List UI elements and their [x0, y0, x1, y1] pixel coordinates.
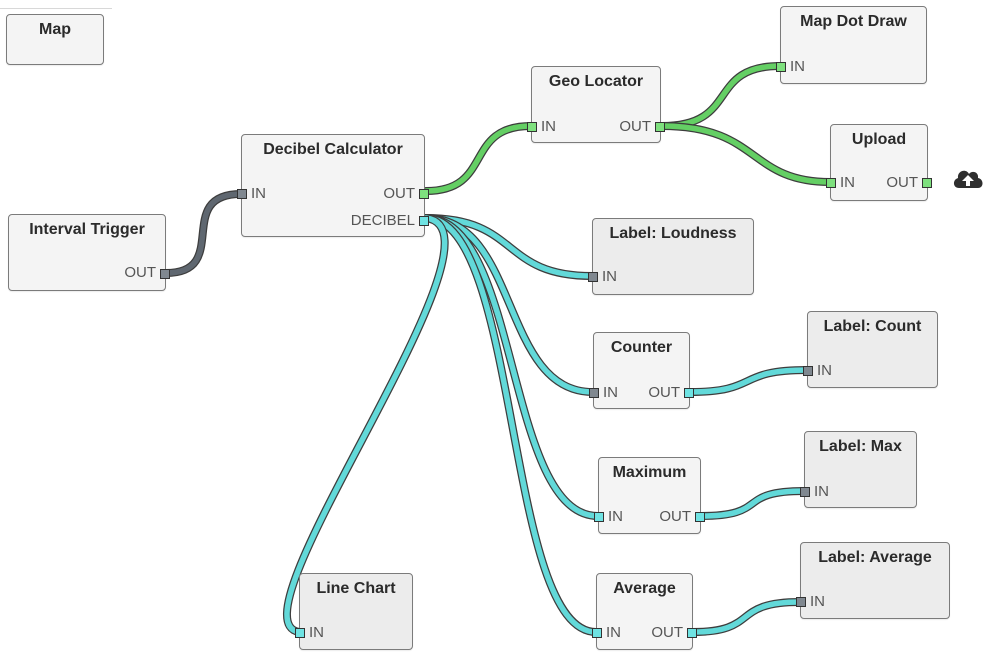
node-label-loudness[interactable]: Label: Loudness IN	[588, 218, 754, 295]
input-port[interactable]	[588, 272, 598, 282]
wire-interval-trigger-to-decibel-calculator[interactable]	[163, 191, 244, 276]
input-port[interactable]	[295, 628, 305, 638]
output-port[interactable]	[922, 178, 932, 188]
node-title: Maximum	[612, 464, 687, 481]
port-label-out: OUT	[124, 264, 156, 281]
port-label-in: IN	[603, 384, 618, 401]
decibel-output-port[interactable]	[419, 216, 429, 226]
node-counter[interactable]: Counter IN OUT	[589, 332, 694, 409]
port-label-in: IN	[606, 624, 621, 641]
output-port[interactable]	[687, 628, 697, 638]
wire-decibel-to-average[interactable]	[423, 215, 599, 635]
cloud-upload-icon[interactable]	[951, 166, 984, 190]
wire-geo-locator-to-map-dot-draw[interactable]	[659, 63, 783, 129]
input-port[interactable]	[592, 628, 602, 638]
node-geo-locator[interactable]: Geo Locator IN OUT	[527, 66, 665, 143]
node-upload[interactable]: Upload IN OUT	[826, 124, 932, 201]
port-label-in: IN	[814, 483, 829, 500]
port-label-in: IN	[309, 624, 324, 641]
node-title: Geo Locator	[548, 73, 644, 90]
input-port[interactable]	[826, 178, 836, 188]
output-port[interactable]	[419, 189, 429, 199]
input-port[interactable]	[527, 122, 537, 132]
port-label-in: IN	[251, 185, 266, 202]
input-port[interactable]	[800, 487, 810, 497]
node-decibel-calculator[interactable]: Decibel Calculator IN OUT DECIBEL	[237, 134, 429, 237]
node-maximum[interactable]: Maximum IN OUT	[594, 457, 705, 534]
port-label-out: OUT	[619, 118, 651, 135]
port-label-out: OUT	[383, 185, 415, 202]
port-label-in: IN	[817, 362, 832, 379]
node-title: Map Dot Draw	[800, 13, 907, 30]
port-label-in: IN	[790, 58, 805, 75]
top-edge-line	[0, 8, 112, 9]
node-title: Decibel Calculator	[263, 141, 403, 158]
wire-decibel-to-counter[interactable]	[423, 215, 596, 395]
wire-average-to-label-average[interactable]	[690, 599, 803, 635]
input-port[interactable]	[803, 366, 813, 376]
wire-geo-locator-to-upload[interactable]	[659, 123, 833, 185]
node-title: Map	[39, 21, 71, 38]
port-label-out: OUT	[651, 624, 683, 641]
input-port[interactable]	[237, 189, 247, 199]
node-title: Average	[613, 580, 676, 597]
output-port[interactable]	[684, 388, 694, 398]
wire-outline-decibel-to-line-chart	[282, 214, 449, 636]
node-title: Interval Trigger	[29, 221, 145, 238]
node-map[interactable]: Map	[6, 14, 104, 65]
wire-outline-geo-locator-to-upload	[658, 122, 834, 186]
port-label-out: OUT	[648, 384, 680, 401]
node-label-average[interactable]: Label: Average IN	[796, 542, 950, 619]
port-label-in: IN	[840, 174, 855, 191]
wire-decibel-to-label-loudness[interactable]	[423, 215, 595, 279]
node-interval-trigger[interactable]: Interval Trigger OUT	[8, 214, 170, 291]
output-port[interactable]	[160, 269, 170, 279]
node-line-chart[interactable]: Line Chart IN	[295, 573, 413, 650]
wire-maximum-to-label-max[interactable]	[698, 488, 807, 519]
port-label-decibel: DECIBEL	[350, 212, 415, 229]
node-average[interactable]: Average IN OUT	[592, 573, 697, 650]
node-map-dot-draw[interactable]: Map Dot Draw IN	[776, 6, 927, 84]
input-port[interactable]	[594, 512, 604, 522]
node-title: Counter	[610, 339, 673, 356]
node-title: Line Chart	[316, 580, 396, 597]
wire-decibel-to-line-chart[interactable]	[284, 215, 448, 635]
port-label-in: IN	[541, 118, 556, 135]
port-label-in: IN	[608, 508, 623, 525]
node-label-max[interactable]: Label: Max IN	[800, 431, 917, 508]
node-title: Label: Max	[819, 438, 902, 455]
input-port[interactable]	[589, 388, 599, 398]
node-title: Label: Average	[818, 549, 932, 566]
port-label-in: IN	[602, 268, 617, 285]
wire-decibel-calculator-to-geo-locator[interactable]	[423, 123, 534, 194]
node-label-count[interactable]: Label: Count IN	[803, 311, 938, 388]
port-label-in: IN	[810, 593, 825, 610]
wire-decibel-to-maximum[interactable]	[423, 215, 601, 519]
node-title: Label: Count	[823, 318, 922, 335]
node-title: Label: Loudness	[609, 225, 737, 242]
input-port[interactable]	[796, 597, 806, 607]
output-port[interactable]	[655, 122, 665, 132]
output-port[interactable]	[695, 512, 705, 522]
node-title: Upload	[851, 131, 907, 148]
port-label-out: OUT	[886, 174, 918, 191]
wire-counter-to-label-count[interactable]	[687, 367, 810, 395]
input-port[interactable]	[776, 62, 786, 72]
port-label-out: OUT	[659, 508, 691, 525]
